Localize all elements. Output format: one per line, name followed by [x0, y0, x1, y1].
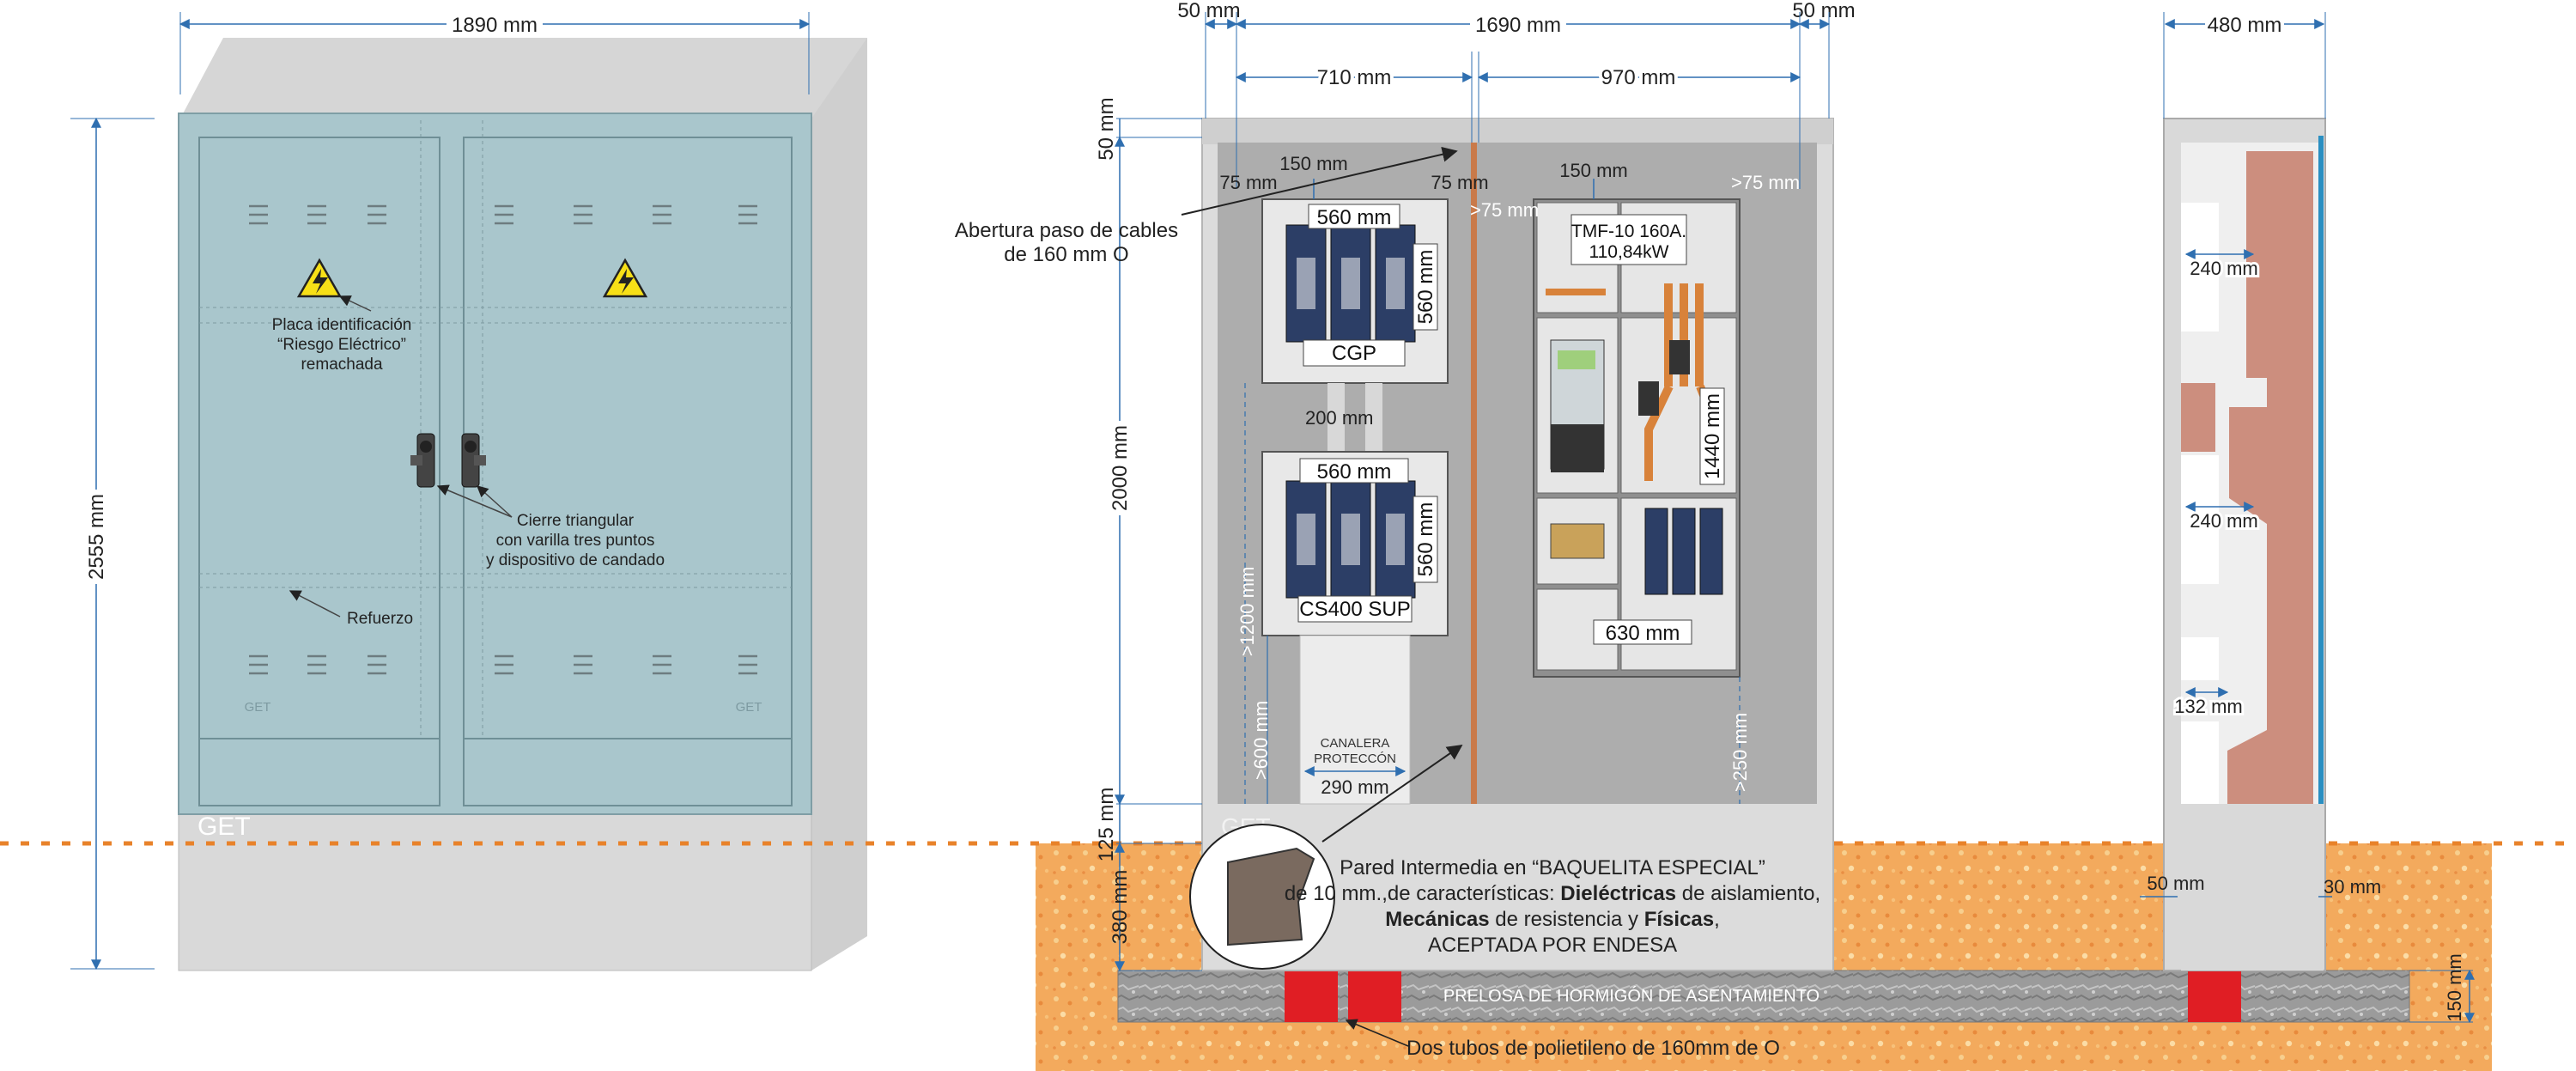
duct-width-dim: 290 mm — [1321, 776, 1388, 798]
height-2000-dim: 2000 mm — [1109, 425, 1132, 511]
min-1200-dim: >1200 mm — [1236, 567, 1258, 657]
door-brand-right: GET — [736, 700, 762, 715]
height-380-dim: 380 mm — [1109, 870, 1132, 945]
bottom-vents — [249, 654, 757, 675]
tmf-width-dim: 630 mm — [1606, 622, 1680, 645]
tmf-module[interactable]: TMF-10 160A. 110,84kW 1440 mm 630 mm — [1533, 198, 1741, 678]
lock-label-line3: y dispositivo de candado — [486, 551, 665, 569]
duct-label-line2: PROTECCÓN — [1314, 752, 1396, 766]
lock-handle-icon[interactable] — [410, 433, 486, 488]
warning-sign-icon — [296, 258, 343, 298]
plate-label-line1: Placa identificación — [272, 316, 412, 334]
warning-sign-icon — [602, 258, 648, 298]
cs400-height-dim: 560 mm — [1414, 502, 1437, 577]
door-brand-left: GET — [245, 700, 271, 715]
cabinet-side-face — [811, 38, 867, 971]
red-tube-1 — [1285, 971, 1338, 1022]
plate-label-line3: remachada — [301, 356, 382, 374]
top-right-margin-dim: 50 mm — [1792, 0, 1855, 22]
side-50-dim: 50 mm — [2147, 873, 2204, 894]
wall-note-line2: de 10 mm.,de características: Dieléctric… — [1285, 882, 1820, 905]
side-240-a-dim: 240 mm — [2190, 258, 2257, 279]
tmf-height-dim: 1440 mm — [1701, 393, 1724, 479]
side-30-dim: 30 mm — [2324, 876, 2381, 898]
wall-note-line1: Pared Intermedia en “BAQUELITA ESPECIAL” — [1340, 856, 1765, 879]
cs400-module[interactable]: 560 mm 560 mm CS400 SUP — [1261, 451, 1449, 636]
side-132-dim: 132 mm — [2174, 696, 2242, 717]
tmf-label-line1: TMF-10 160A. — [1571, 222, 1686, 241]
intermediate-wall — [1471, 143, 1477, 804]
cabinet-top-strip — [1202, 119, 1833, 144]
top-vents — [249, 204, 757, 225]
duct-label-line1: CANALERA — [1321, 736, 1390, 751]
side-width-dim: 480 mm — [2208, 14, 2282, 37]
red-tube-side — [2188, 971, 2241, 1022]
red-tube-2 — [1348, 971, 1401, 1022]
top-50-dim: 50 mm — [1095, 97, 1118, 160]
right-section-dim: 970 mm — [1601, 66, 1676, 89]
wall-note-line4: ACEPTADA POR ENDESA — [1428, 934, 1677, 957]
slab-150-dim: 150 mm — [2444, 953, 2465, 1021]
right-door[interactable] — [463, 137, 793, 806]
side-door-blue-edge — [2318, 136, 2324, 804]
cgp-height-dim: 560 mm — [1414, 250, 1437, 325]
side-wall-copper — [2227, 151, 2313, 804]
front-brand-logo: GET — [197, 812, 251, 841]
tmf-label-line2: 110,84kW — [1589, 242, 1669, 262]
lock-label-line1: Cierre triangular — [517, 512, 635, 530]
margin-75-left-dim: 75 mm — [1219, 172, 1277, 193]
left-section-dim: 710 mm — [1317, 66, 1392, 89]
cable-opening-line2: de 160 mm O — [1004, 243, 1128, 266]
interior-view: CGP 560 mm 560 mm 200 mm 560 mm 560 mm C… — [955, 0, 1856, 972]
height-125-dim: 125 mm — [1095, 788, 1118, 862]
top-left-margin-dim: 50 mm — [1177, 0, 1240, 22]
slab-label: PRELOSA DE HORMIGÓN DE ASENTAMIENTO — [1443, 986, 1820, 1006]
cgp-width-dim: 560 mm — [1317, 206, 1392, 229]
gap-200-dim: 200 mm — [1305, 407, 1373, 429]
cs400-label: CS400 SUP — [1299, 598, 1410, 621]
wall-section-icon — [1227, 847, 1315, 946]
front-height-dim: 2555 mm — [85, 494, 108, 580]
lock-label-line2: con varilla tres puntos — [496, 532, 655, 550]
cs400-width-dim: 560 mm — [1317, 460, 1392, 484]
plate-label-line2: “Riesgo Eléctrico” — [277, 336, 406, 354]
cgp-module[interactable]: CGP 560 mm 560 mm — [1261, 198, 1449, 384]
top-total-dim: 1690 mm — [1475, 14, 1561, 37]
tubes-label: Dos tubos de polietileno de 160mm de O — [1406, 1037, 1780, 1060]
cabinet-top-face — [180, 38, 867, 119]
margin-gt75-mid-dim: >75 mm — [1470, 199, 1539, 221]
front-view: GET GET GET Placa identificación “Riesgo… — [70, 12, 867, 971]
side-240-b-dim: 240 mm — [2190, 510, 2257, 532]
margin-75-mid-dim: 75 mm — [1431, 172, 1488, 193]
min-250-dim: >250 mm — [1729, 713, 1751, 792]
cgp-label: CGP — [1332, 342, 1376, 365]
front-width-dim: 1890 mm — [452, 14, 538, 37]
cabinet-plinth — [178, 813, 812, 971]
left-door[interactable] — [198, 137, 440, 806]
top-150-left-dim: 150 mm — [1279, 153, 1347, 174]
wall-note-line3: Mecánicas de resistencia y Físicas, — [1385, 908, 1720, 931]
top-150-right-dim: 150 mm — [1559, 160, 1627, 181]
min-600-dim: >600 mm — [1250, 701, 1272, 780]
cable-opening-line1: Abertura paso de cables — [955, 219, 1178, 242]
reinforce-label: Refuerzo — [347, 610, 413, 628]
margin-gt75-right-dim: >75 mm — [1731, 172, 1800, 193]
side-view: 480 mm 240 mm 240 mm 132 mm 50 mm 30 mm … — [2140, 12, 2475, 1024]
